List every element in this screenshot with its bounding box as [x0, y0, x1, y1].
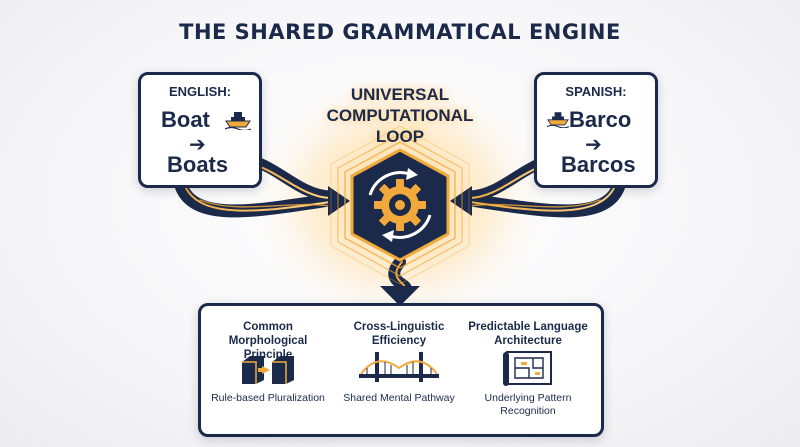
- center-title-line-1: UNIVERSAL: [350, 85, 450, 104]
- spanish-plural: Barcos: [561, 152, 636, 177]
- gear-cycle-icon: [368, 168, 432, 242]
- english-arrow-icon: ➔: [189, 132, 206, 156]
- spanish-arrow-icon: ➔: [585, 132, 602, 156]
- feature-2-subtitle: Shared Mental Pathway: [343, 392, 455, 404]
- center-title: UNIVERSAL COMPUTATIONAL LOOP: [300, 84, 500, 147]
- spanish-label: SPANISH:: [565, 84, 627, 99]
- english-label: ENGLISH:: [168, 84, 232, 99]
- spanish-singular: Barco: [569, 107, 632, 132]
- left-connector: [173, 154, 350, 218]
- feature-3-title: Predictable Language Architecture: [468, 321, 588, 347]
- center-title-line-3: LOOP: [375, 127, 425, 146]
- english-box: ENGLISH: Boat ➔ Boats: [138, 72, 262, 188]
- page-title: THE SHARED GRAMMATICAL ENGINE: [179, 20, 621, 44]
- feature-1-subtitle: Rule-based Pluralization: [211, 392, 325, 404]
- center-title-line-2: COMPUTATIONAL: [326, 106, 474, 125]
- feature-3-subtitle: Underlying Pattern Recognition: [484, 392, 572, 417]
- hex-glow-contours: [330, 125, 470, 285]
- boat-icon: [547, 112, 569, 128]
- down-arrowhead: [380, 286, 420, 306]
- features-box: Common Morphological Principle Rule-base…: [198, 303, 604, 437]
- feature-2-title: Cross-Linguistic Efficiency: [353, 321, 445, 347]
- english-singular: Boat: [161, 107, 210, 132]
- bridge-icon: [359, 352, 439, 382]
- spanish-box: SPANISH: Barco ➔ Barcos: [534, 72, 658, 188]
- left-arrowhead: [328, 186, 350, 216]
- boat-icon: [225, 112, 251, 130]
- blueprint-icon: [503, 351, 552, 386]
- english-plural: Boats: [167, 152, 229, 177]
- cubes-arrow-icon: [242, 356, 294, 384]
- right-arrowhead: [450, 186, 472, 216]
